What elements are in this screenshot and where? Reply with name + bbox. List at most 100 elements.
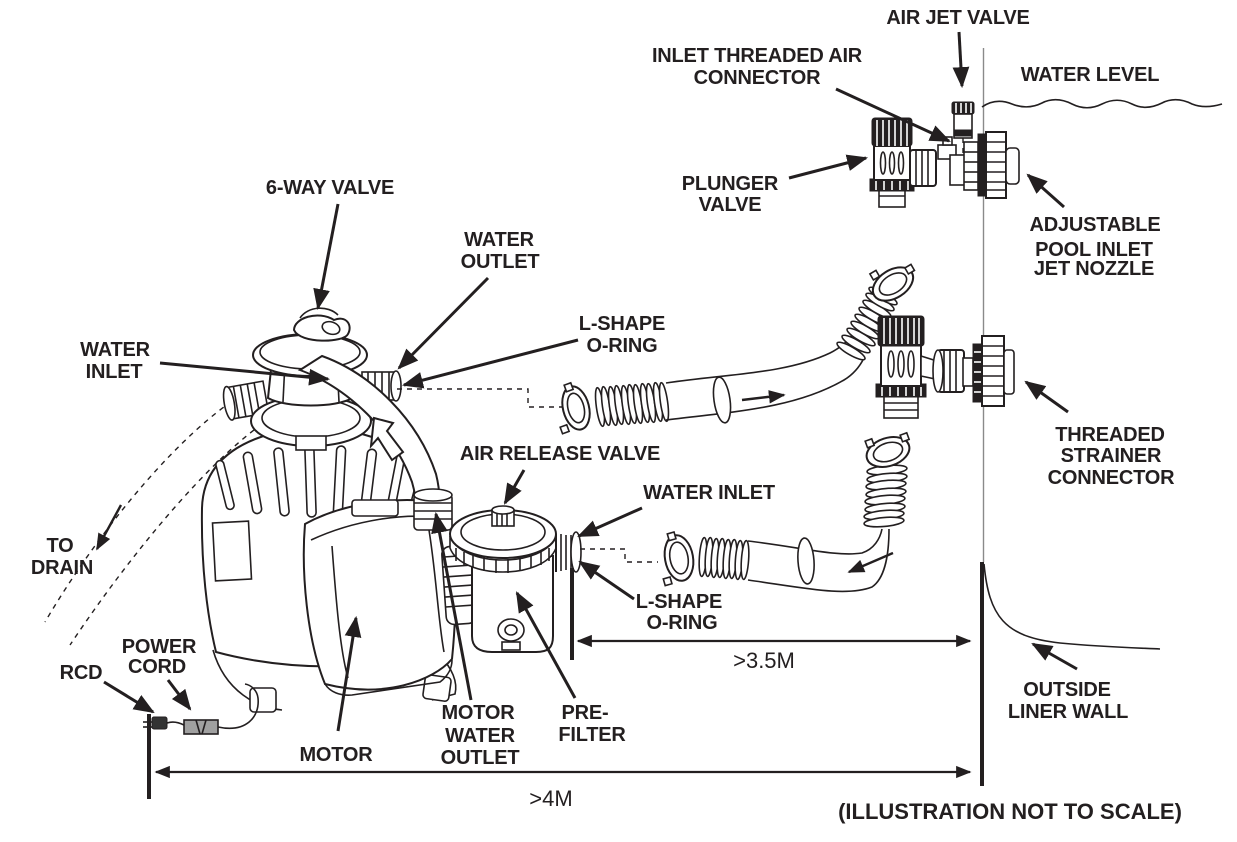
label-strainer-3: CONNECTOR	[1048, 467, 1175, 489]
dimension-3-5m: >3.5M	[570, 568, 972, 673]
footer-note: (ILLUSTRATION NOT TO SCALE)	[838, 799, 1182, 824]
label-water-inlet-right: WATER INLET	[643, 482, 775, 504]
hose-clamp-ring	[712, 376, 732, 424]
labels: AIR JET VALVE INLET THREADED AIR CONNECT…	[31, 7, 1182, 824]
pre-filter-water-inlet-port	[555, 531, 582, 573]
label-motor-water-outlet-2: WATER	[445, 725, 515, 747]
water-level-wave	[981, 98, 1223, 109]
label-to-drain-1: TO	[46, 535, 73, 557]
drain-flow-arrow	[95, 504, 123, 551]
label-air-jet-valve: AIR JET VALVE	[886, 7, 1029, 29]
label-power-cord-2: CORD	[128, 656, 186, 678]
label-water-outlet-1: WATER	[464, 229, 534, 251]
arrow-air-release-valve	[503, 469, 526, 505]
adjustable-jet-nozzle-part	[949, 131, 1020, 199]
dashed-connector-upper	[397, 388, 562, 408]
arrow-pre-filter	[515, 591, 577, 699]
label-l-shape-upper-2: O-RING	[586, 335, 657, 357]
arrow-l-shape-o-ring-upper	[401, 338, 579, 389]
drain-valve-knob	[497, 618, 525, 651]
arrow-air-jet-valve	[952, 31, 970, 89]
arrow-inlet-threaded-air-connector	[835, 87, 951, 143]
flow-direction-arrow-up	[369, 416, 405, 462]
label-motor: MOTOR	[299, 744, 373, 766]
tank-foot-right	[422, 674, 452, 702]
dimension-4m: >4M	[147, 714, 972, 811]
label-power-cord-1: POWER	[122, 636, 197, 658]
corrugation-lower-left	[698, 536, 750, 581]
label-adjustable-3: JET NOZZLE	[1034, 258, 1154, 280]
rcd-plug	[151, 716, 168, 730]
label-water-inlet-left-2: INLET	[86, 361, 143, 383]
label-pre-filter-2: FILTER	[558, 724, 626, 746]
motor-housing	[302, 499, 457, 696]
label-to-drain-2: DRAIN	[31, 557, 93, 579]
arrow-six-way-valve	[313, 203, 340, 311]
mid-plunger-valve-assembly	[875, 315, 1015, 419]
power-cord-wire	[217, 683, 259, 730]
pre-filter	[449, 505, 582, 653]
dimension-3-5m-value: >3.5M	[733, 648, 795, 673]
motor-latch	[351, 499, 399, 517]
arrow-motor-water-outlet	[431, 511, 473, 701]
tank-foot-left	[249, 687, 277, 713]
arrow-motor	[336, 615, 362, 732]
label-pre-filter-1: PRE-	[562, 702, 609, 724]
coupling-nut-top	[909, 149, 937, 187]
label-l-shape-upper-1: L-SHAPE	[579, 313, 665, 335]
tank-left-drain-port	[222, 380, 270, 421]
arrow-adjustable-jet-nozzle	[1026, 173, 1065, 209]
arrow-threaded-strainer-connector	[1024, 380, 1069, 414]
plunger-spigot	[883, 395, 919, 419]
label-motor-water-outlet-1: MOTOR	[441, 702, 515, 724]
flow-arrow-from-pool	[847, 551, 894, 574]
label-l-shape-lower-2: O-RING	[646, 612, 717, 634]
arrow-water-outlet	[397, 276, 490, 370]
label-outside-liner-wall-1: OUTSIDE	[1023, 679, 1111, 701]
corrugation-upper-left	[594, 381, 670, 428]
plunger-spigot-top	[878, 189, 906, 208]
plunger-ribbed-cap	[877, 315, 925, 347]
label-motor-water-outlet-3: OUTLET	[441, 747, 520, 769]
motor-water-outlet-connector	[413, 488, 453, 531]
label-outside-liner-wall-2: LINER WALL	[1008, 701, 1128, 723]
label-air-release-valve: AIR RELEASE VALVE	[460, 443, 660, 465]
label-strainer-2: STRAINER	[1061, 445, 1162, 467]
arrow-power-cord	[166, 679, 192, 711]
label-strainer-1: THREADED	[1055, 424, 1165, 446]
lower-hose	[662, 431, 911, 593]
air-release-valve-knob	[491, 505, 515, 527]
label-inlet-threaded-air-connector-2: CONNECTOR	[694, 67, 821, 89]
plunger-ribbed-cap-top	[871, 117, 913, 147]
leader-arrows	[103, 31, 1078, 732]
lid-band-ribs	[455, 548, 550, 573]
label-water-outlet-2: OUTLET	[461, 251, 540, 273]
arrow-water-inlet-right	[577, 506, 643, 538]
arrow-water-inlet-left	[159, 361, 331, 386]
label-water-inlet-left-1: WATER	[80, 339, 150, 361]
label-six-way-valve: 6-WAY VALVE	[266, 177, 394, 199]
clamp-bolt	[295, 435, 327, 451]
arrow-outside-liner-wall	[1031, 642, 1078, 671]
dashed-connector-lower	[580, 548, 658, 563]
label-adjustable-1: ADJUSTABLE	[1030, 214, 1161, 236]
label-adjustable-2: POOL INLET	[1035, 239, 1153, 261]
arrow-l-shape-o-ring-lower	[578, 560, 635, 601]
tank-label-plate	[211, 520, 253, 582]
arrow-rcd	[103, 680, 155, 714]
flow-arrow-to-pool	[741, 390, 786, 404]
hose-clamp-ring-lower	[797, 537, 815, 585]
dimension-4m-value: >4M	[529, 786, 572, 811]
drain-hose-dashed	[44, 395, 263, 646]
arrow-plunger-valve	[788, 154, 869, 180]
label-rcd: RCD	[60, 662, 103, 684]
label-inlet-threaded-air-connector-1: INLET THREADED AIR	[652, 45, 863, 67]
label-l-shape-lower-1: L-SHAPE	[636, 591, 722, 613]
corrugation-lower-right	[863, 464, 908, 528]
label-plunger-valve-1: PLUNGER	[682, 173, 779, 195]
label-plunger-valve-2: VALVE	[699, 194, 762, 216]
power-cord-rcd	[143, 683, 259, 735]
cord-adapter	[183, 719, 219, 735]
